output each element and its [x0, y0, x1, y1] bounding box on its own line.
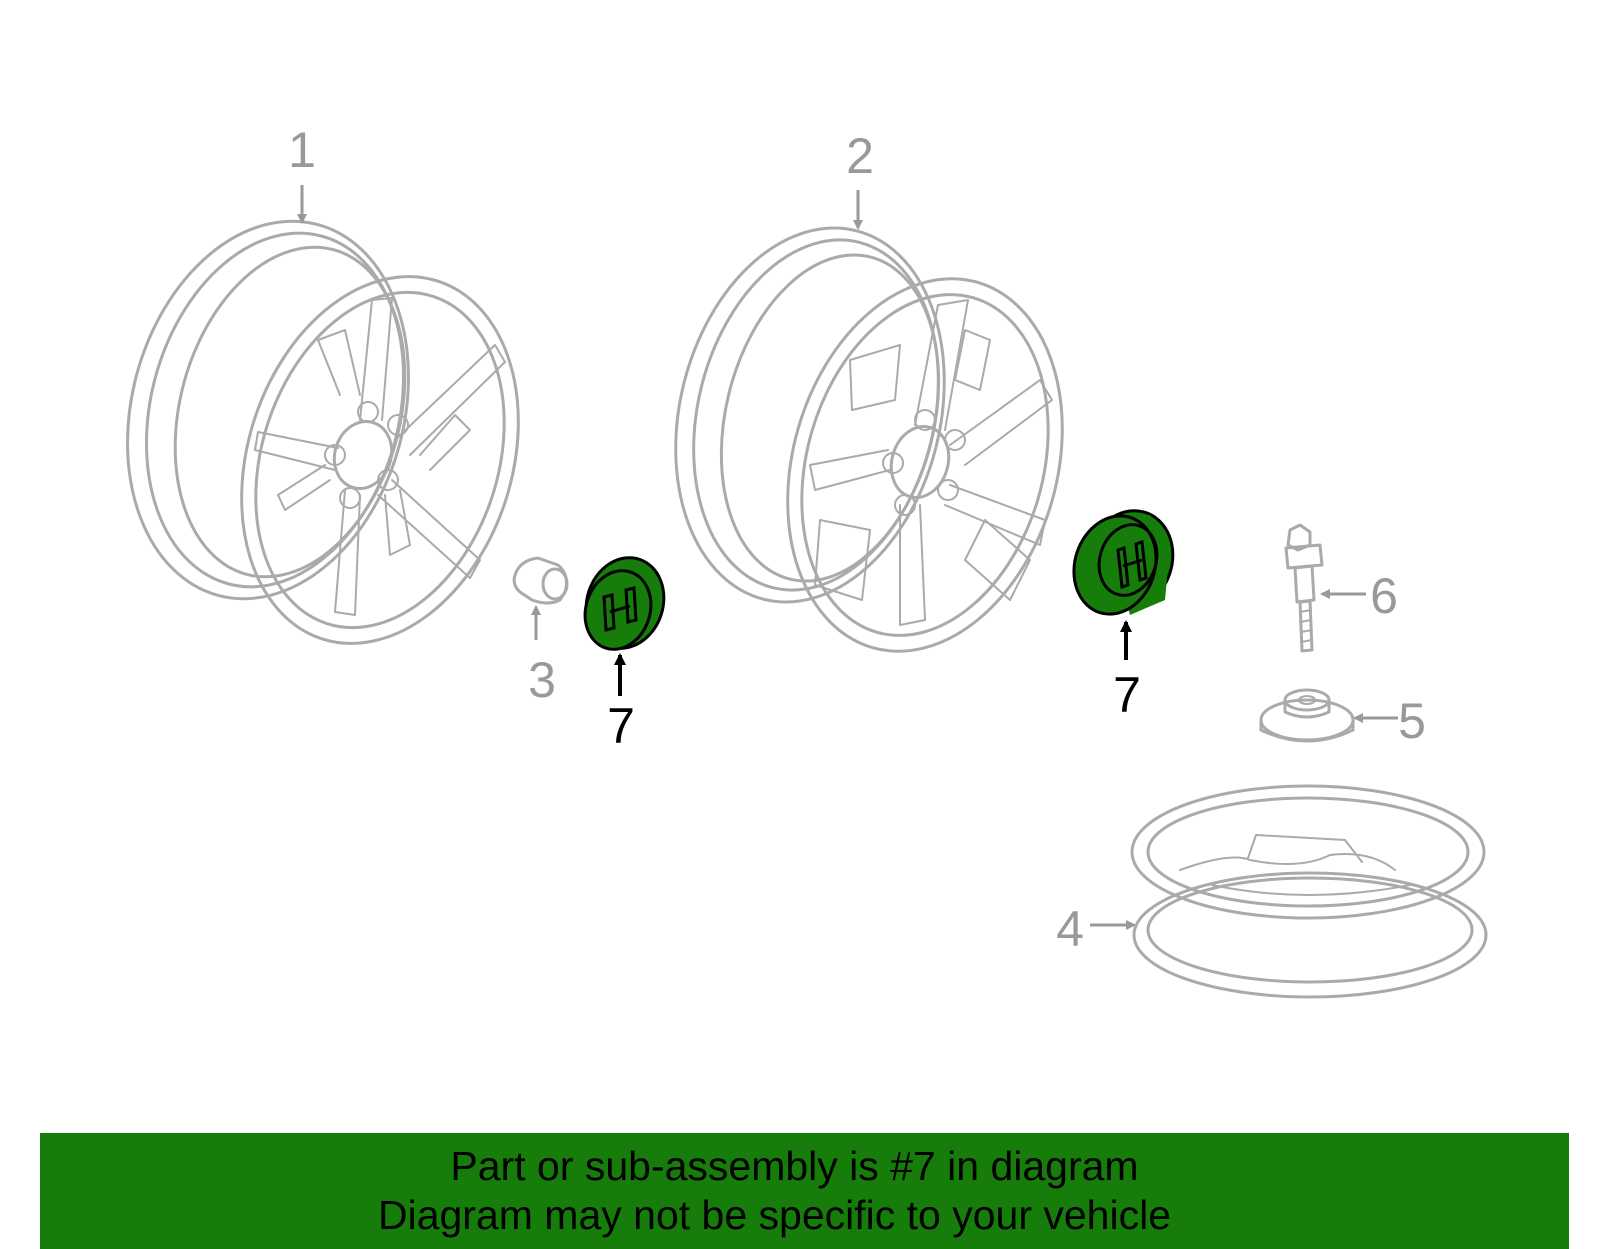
- callout-1: 1: [288, 122, 316, 178]
- callout-3: 3: [528, 652, 556, 708]
- honda-logo-icon: [602, 586, 638, 632]
- banner-line-2: Diagram may not be specific to your vehi…: [377, 1192, 1171, 1238]
- callout-6: 6: [1370, 568, 1398, 624]
- tpms-sensor-6[interactable]: [1284, 523, 1324, 653]
- callout-5: 5: [1398, 693, 1426, 749]
- banner-line-1: Part or sub-assembly is #7 in diagram: [450, 1143, 1139, 1189]
- callout-7-right: 7: [1113, 667, 1141, 723]
- info-banner: Part or sub-assembly is #7 in diagram Di…: [40, 1133, 1569, 1249]
- center-cap-7-left[interactable]: [575, 548, 676, 659]
- callout-4: 4: [1056, 901, 1084, 957]
- lug-nut-5[interactable]: [1259, 688, 1355, 743]
- alloy-wheel-2[interactable]: [638, 199, 1104, 684]
- callout-2: 2: [846, 128, 874, 184]
- spare-wheel-4[interactable]: [1130, 784, 1488, 999]
- callout-7-left: 7: [607, 698, 635, 754]
- center-cap-7-right[interactable]: [1062, 499, 1186, 624]
- alloy-wheel-1[interactable]: [87, 189, 564, 679]
- honda-logo-icon: [1116, 539, 1148, 590]
- valve-stem-3[interactable]: [512, 556, 569, 605]
